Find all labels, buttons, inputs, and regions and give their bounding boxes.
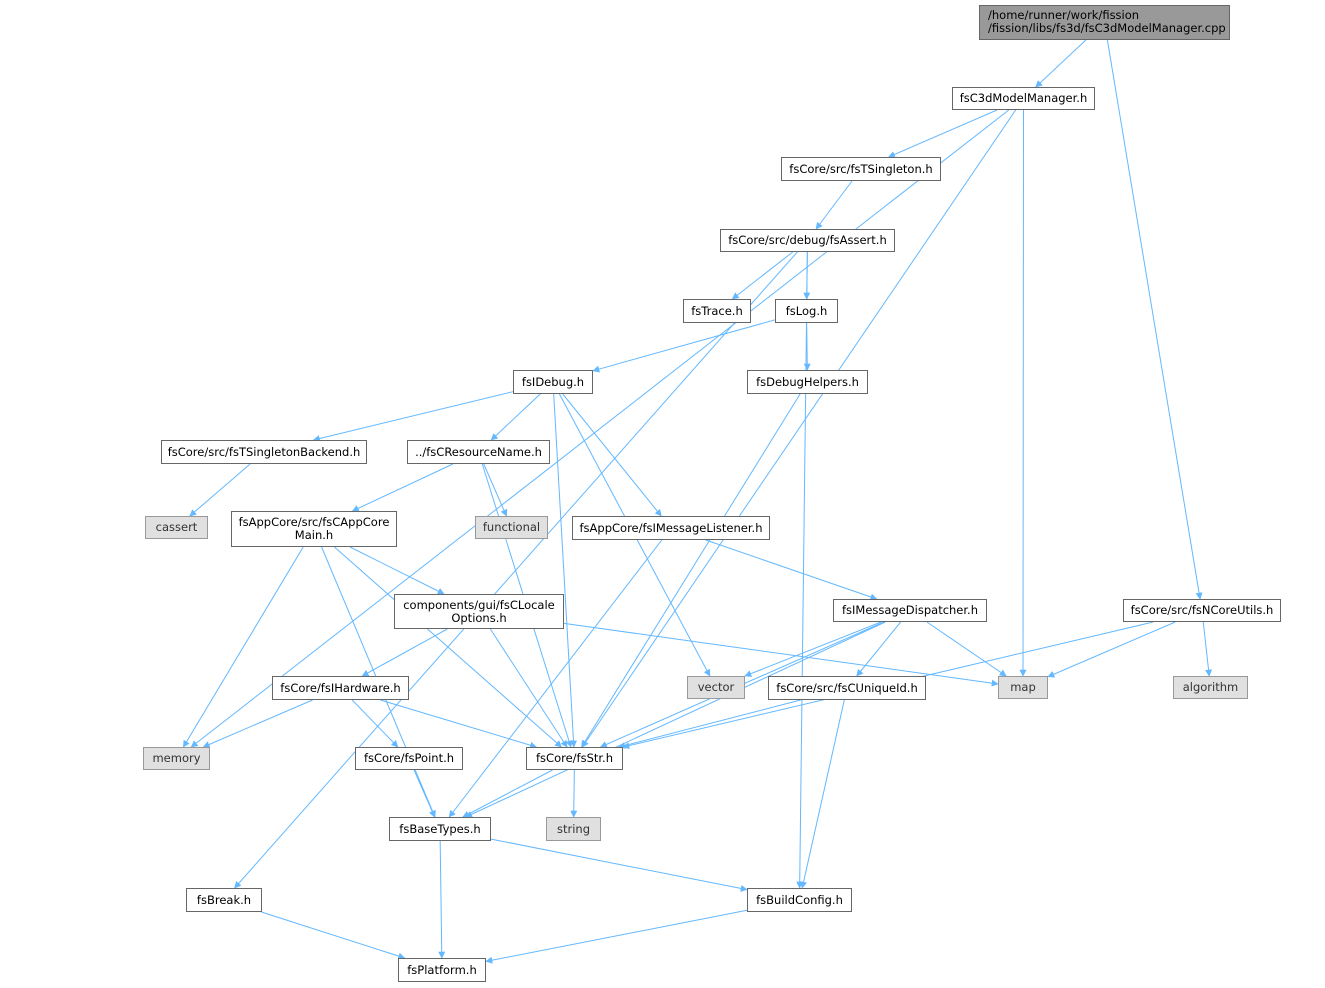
- include-edge-fsAssert-to-fsBuildConfig: [796, 251, 808, 889]
- include-edge-fsCUniqueId-to-fsBuildConfig: [800, 699, 845, 889]
- include-edge-fsCLocaleOptions-to-fsIHardware: [361, 628, 448, 677]
- include-edge-fsIDebug-to-fsIMessageListener: [562, 393, 662, 517]
- include-edge-fsIMessageDispatcher-to-fsCUniqueId: [856, 621, 902, 677]
- include-edge-fsIMessageDispatcher-to-vector: [744, 621, 882, 677]
- include-edge-fsLog-to-fsDebugHelpers: [803, 322, 811, 371]
- include-edge-fsCLocaleOptions-to-fsStr: [489, 628, 568, 748]
- fsTrace-node[interactable]: fsTrace.h: [683, 299, 751, 323]
- include-edge-fsNCoreUtils-to-map: [1047, 621, 1176, 678]
- include-edge-fsIMessageDispatcher-to-map: [926, 621, 1007, 677]
- include-edge-fsCResourceName-to-fsCAppCoreMain: [351, 463, 454, 512]
- string-node[interactable]: string: [546, 817, 601, 841]
- include-edge-fsPoint-to-fsBaseTypes: [413, 769, 436, 818]
- fsBreak-node[interactable]: fsBreak.h: [186, 888, 262, 912]
- include-edge-fsBuildConfig-to-fsPlatform: [485, 909, 748, 964]
- fsIMessageDispatcher-node[interactable]: fsIMessageDispatcher.h: [833, 599, 987, 622]
- include-edge-fsStr-to-string: [570, 769, 578, 818]
- include-edge-fsBreak-to-fsPlatform: [261, 911, 406, 960]
- include-edge-fsIHardware-to-fsPoint: [351, 699, 399, 748]
- fsIDebug-node[interactable]: fsIDebug.h: [513, 370, 593, 394]
- include-edge-fsCLocaleOptions-to-map: [563, 622, 999, 687]
- include-edge-root-to-fsC3dModelManager: [1035, 39, 1087, 88]
- include-edge-fsCAppCoreMain-to-fsStr: [334, 546, 562, 748]
- fsTSingletonBackend-node[interactable]: fsCore/src/fsTSingletonBackend.h: [161, 440, 367, 464]
- include-edge-fsLog-to-fsIDebug: [592, 319, 776, 373]
- include-edge-fsC3dModelManager-to-fsStr: [581, 109, 1017, 748]
- include-edge-fsC3dModelManager-to-memory: [190, 109, 1010, 748]
- fsIHardware-node[interactable]: fsCore/fsIHardware.h: [272, 676, 409, 700]
- include-edge-fsIDebug-to-fsTSingletonBackend: [312, 391, 514, 442]
- include-edge-fsAssert-to-fsTrace: [731, 251, 794, 300]
- fsIMessageListener-node[interactable]: fsAppCore/fsIMessageListener.h: [572, 516, 770, 540]
- include-edge-fsCUniqueId-to-fsStr: [618, 699, 801, 749]
- fsCLocaleOptions-node[interactable]: components/gui/fsCLocale Options.h: [394, 594, 564, 629]
- fsStr-node[interactable]: fsCore/fsStr.h: [526, 747, 623, 770]
- functional-node[interactable]: functional: [475, 516, 548, 539]
- fsCUniqueId-node[interactable]: fsCore/src/fsCUniqueId.h: [768, 676, 926, 700]
- vector-node[interactable]: vector: [687, 676, 745, 699]
- fsAssert-node[interactable]: fsCore/src/debug/fsAssert.h: [720, 229, 895, 252]
- include-edge-fsIMessageListener-to-fsIMessageDispatcher: [705, 539, 878, 601]
- include-edge-root-to-fsNCoreUtils: [1106, 39, 1203, 600]
- root-file-node: /home/runner/work/fission /fission/libs/…: [979, 5, 1230, 40]
- include-edge-fsCAppCoreMain-to-memory: [182, 546, 304, 748]
- fsPoint-node[interactable]: fsCore/fsPoint.h: [355, 747, 463, 770]
- fsTSingleton-node[interactable]: fsCore/src/fsTSingleton.h: [781, 157, 941, 181]
- fsPlatform-node[interactable]: fsPlatform.h: [398, 958, 486, 982]
- fsC3dModelManager-node[interactable]: fsC3dModelManager.h: [952, 87, 1095, 110]
- include-edge-fsBaseTypes-to-fsPlatform: [438, 840, 446, 959]
- fsDebugHelpers-node[interactable]: fsDebugHelpers.h: [747, 370, 868, 394]
- algorithm-node[interactable]: algorithm: [1173, 676, 1248, 699]
- include-edge-fsCAppCoreMain-to-fsCLocaleOptions: [349, 546, 445, 595]
- include-edge-fsIHardware-to-memory: [202, 699, 313, 748]
- fsBuildConfig-node[interactable]: fsBuildConfig.h: [747, 888, 852, 912]
- map-node[interactable]: map: [998, 676, 1048, 699]
- include-edge-fsStr-to-fsBaseTypes: [462, 769, 553, 818]
- include-edge-fsC3dModelManager-to-fsTSingleton: [888, 109, 998, 158]
- include-edge-fsTSingletonBackend-to-cassert: [189, 463, 251, 517]
- fsBaseTypes-node[interactable]: fsBaseTypes.h: [389, 817, 491, 841]
- include-edge-fsIMessageDispatcher-to-fsBaseTypes: [465, 621, 886, 818]
- include-edge-fsIDebug-to-fsCResourceName: [490, 393, 541, 441]
- include-edge-fsCResourceName-to-functional: [483, 463, 508, 517]
- include-edge-fsIMessageListener-to-fsBaseTypes: [448, 539, 663, 818]
- fsCAppCoreMain-node[interactable]: fsAppCore/src/fsCAppCore Main.h: [231, 511, 397, 547]
- memory-node[interactable]: memory: [143, 747, 210, 770]
- fsCResourceName-node[interactable]: ../fsCResourceName.h: [407, 440, 550, 464]
- fsNCoreUtils-node[interactable]: fsCore/src/fsNCoreUtils.h: [1123, 599, 1281, 622]
- include-edge-fsIDebug-to-fsStr: [553, 393, 577, 748]
- include-edge-fsDebugHelpers-to-fsStr: [581, 393, 801, 748]
- include-edge-fsIHardware-to-fsStr: [380, 699, 538, 749]
- include-edge-fsNCoreUtils-to-algorithm: [1202, 621, 1213, 677]
- include-edge-fsTSingleton-to-fsAssert: [815, 180, 853, 230]
- fsLog-node[interactable]: fsLog.h: [775, 299, 838, 323]
- include-edge-fsBaseTypes-to-fsBuildConfig: [490, 838, 748, 892]
- cassert-node[interactable]: cassert: [145, 516, 208, 539]
